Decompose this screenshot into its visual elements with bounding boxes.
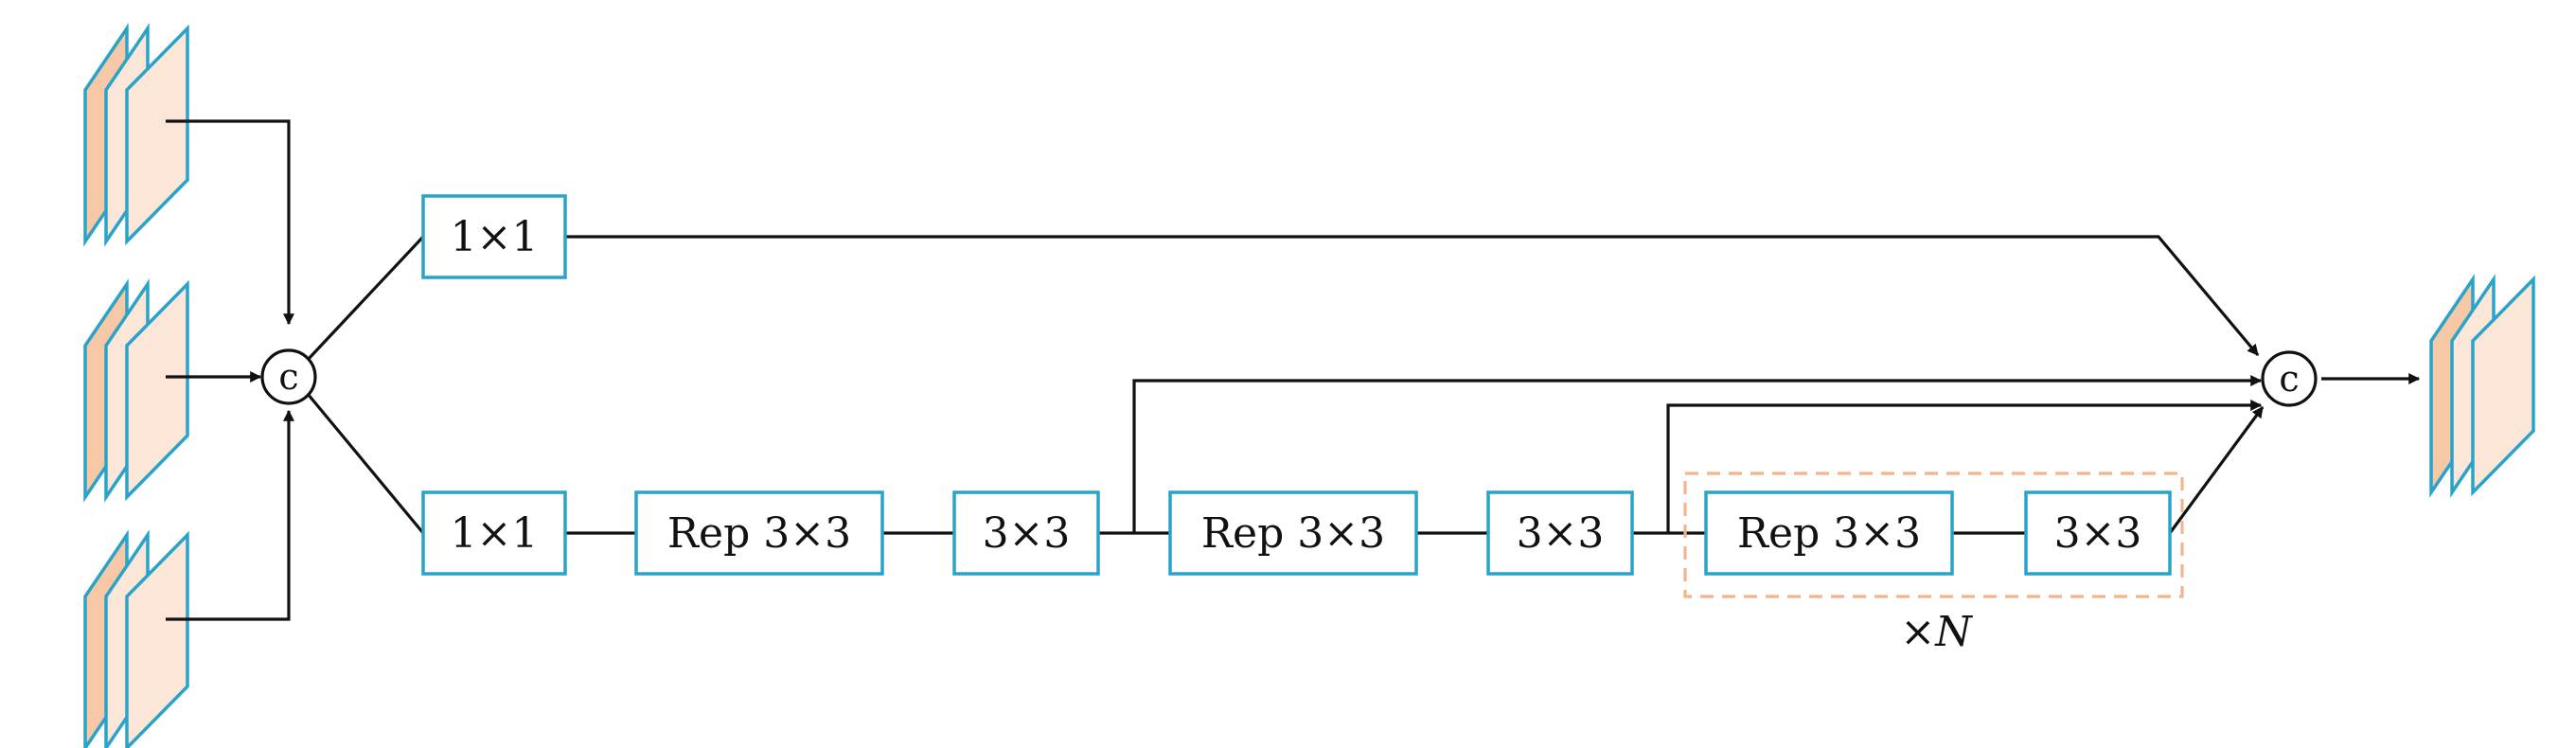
conv-3x3-block-2: 3×3 (1486, 490, 1634, 576)
top-1x1-conv-block: 1×1 (421, 194, 567, 279)
skip-connection-1-wire (1132, 375, 2263, 533)
svg-text:Rep 3×3: Rep 3×3 (667, 509, 851, 558)
repeat-count-label: ×N (1900, 608, 1973, 656)
svg-text:c: c (278, 356, 298, 398)
svg-text:Rep 3×3: Rep 3×3 (1201, 509, 1385, 558)
input-feature-map-bottom (83, 529, 189, 748)
svg-text:3×3: 3×3 (1517, 509, 1605, 558)
top-branch-wire (565, 235, 2260, 357)
svg-text:c: c (2279, 358, 2299, 400)
svg-text:1×1: 1×1 (451, 509, 539, 558)
input-feature-map-top (83, 23, 189, 247)
repeat-group-frame (1683, 472, 2184, 598)
svg-text:3×3: 3×3 (983, 509, 1071, 558)
conv-3x3-block-1: 3×3 (952, 490, 1100, 576)
svg-text:3×3: 3×3 (2054, 509, 2142, 558)
input-bottom-to-concat-wire (166, 409, 294, 621)
rep-3x3-block-repeated: Rep 3×3 (1704, 490, 1954, 576)
input-top-to-concat-wire (166, 119, 294, 326)
svg-text:Rep 3×3: Rep 3×3 (1737, 509, 1921, 558)
concat-to-top-1x1-wire (306, 235, 425, 362)
rep-3x3-block-2: Rep 3×3 (1168, 490, 1418, 576)
output-concat-node: c (2261, 350, 2318, 407)
repeat-output-to-concat-wire (2168, 406, 2265, 534)
bottom-1x1-conv-block: 1×1 (421, 490, 567, 576)
output-feature-map (2429, 274, 2535, 498)
skip-connection-2-wire (1666, 400, 2263, 533)
input-feature-map-middle (83, 278, 189, 503)
input-concat-node: c (260, 348, 317, 405)
svg-text:1×1: 1×1 (451, 213, 539, 261)
conv-3x3-block-repeated: 3×3 (2024, 490, 2172, 576)
concat-to-bottom-1x1-wire (306, 392, 425, 535)
rep-3x3-block-1: Rep 3×3 (634, 490, 884, 576)
